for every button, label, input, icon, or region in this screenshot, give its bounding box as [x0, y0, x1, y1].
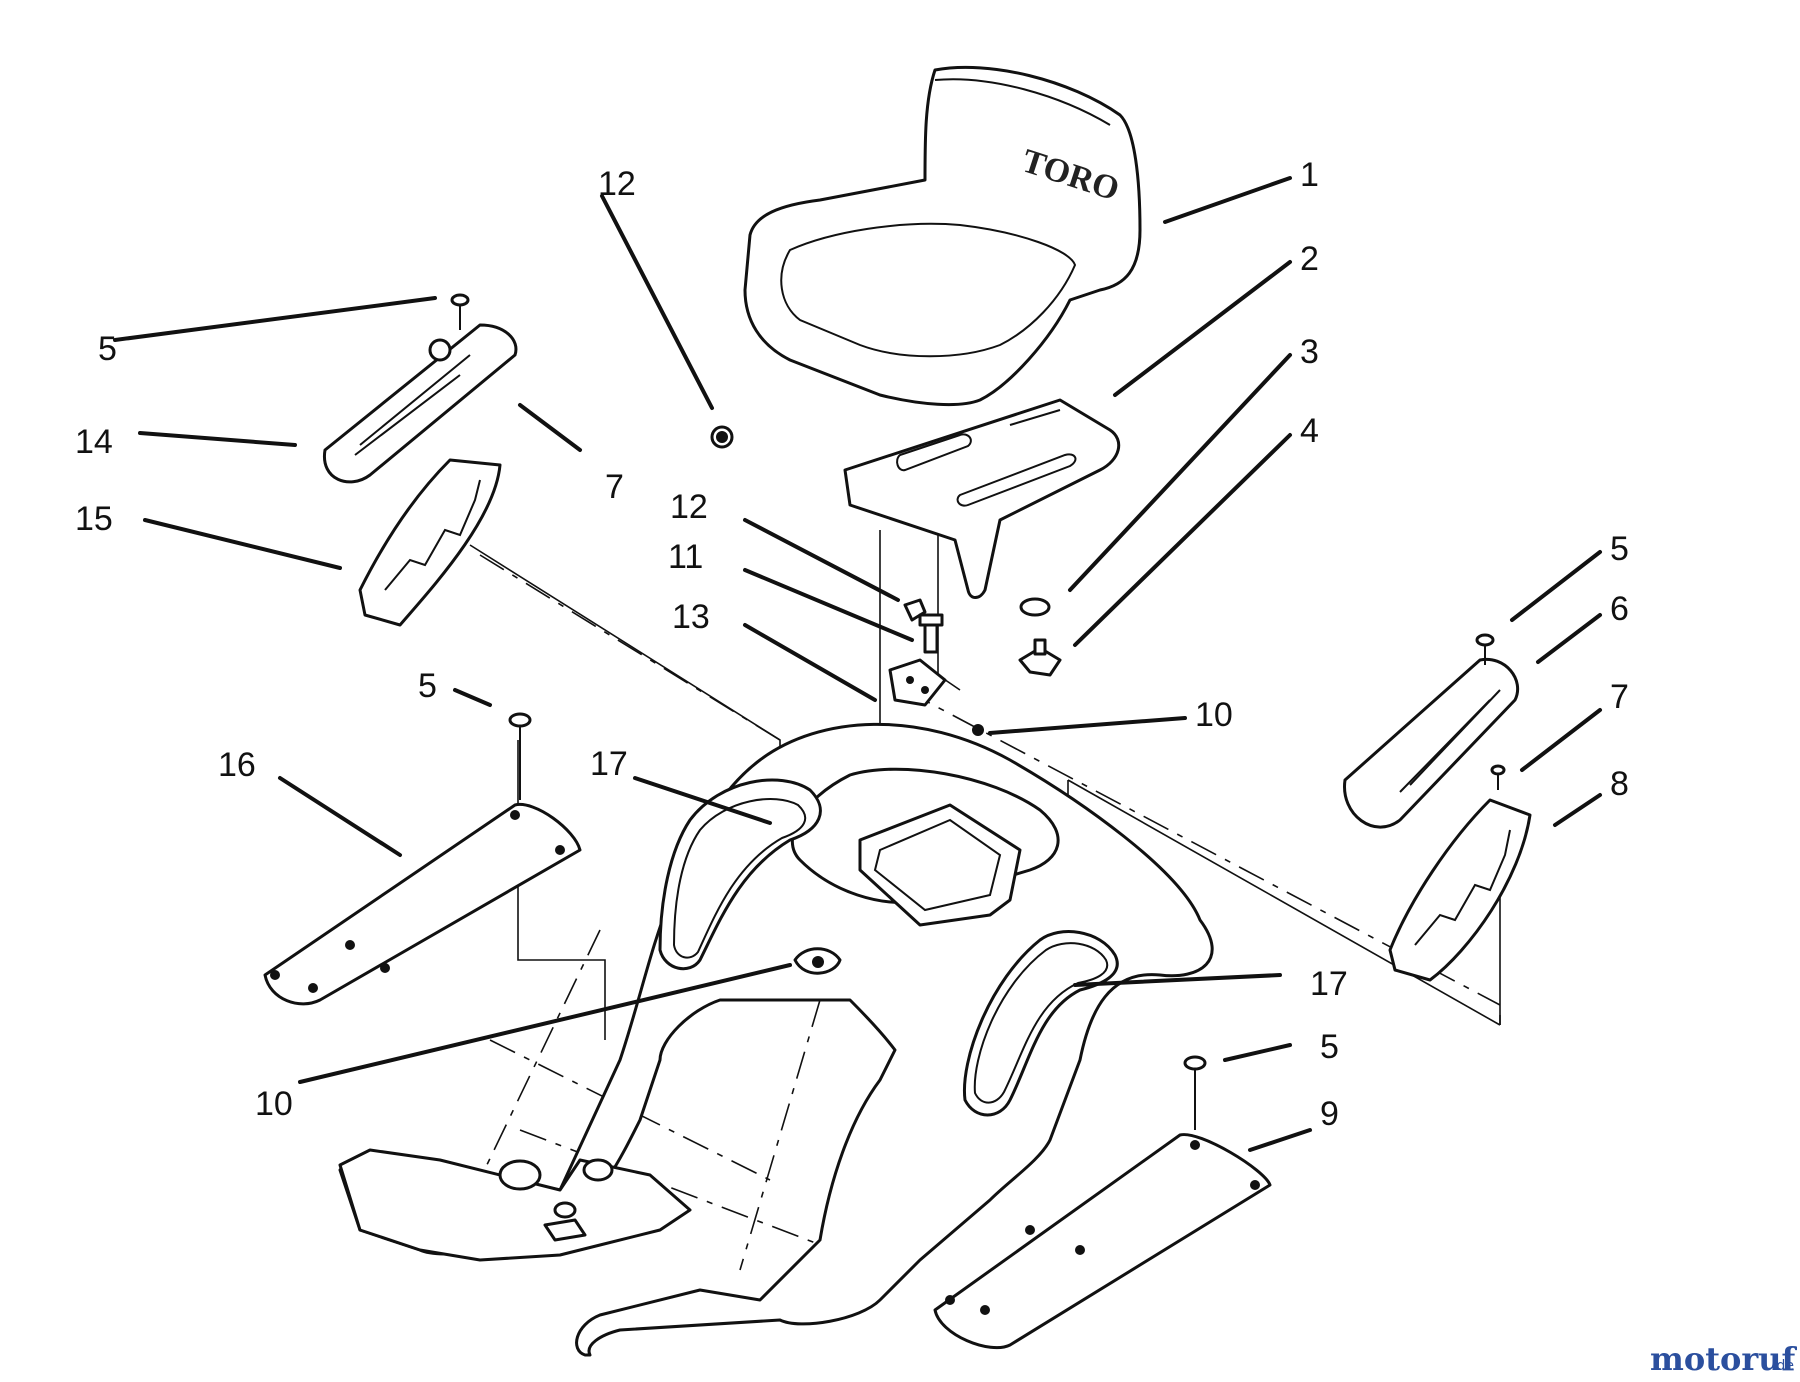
callout-13: 13: [672, 598, 710, 636]
callout-8: 8: [1610, 765, 1629, 803]
callout-12-lower: 12: [670, 488, 708, 526]
callout-4: 4: [1300, 412, 1319, 450]
callout-17-right: 17: [1310, 965, 1348, 1003]
callout-1: 1: [1300, 156, 1319, 194]
callout-5-top-left: 5: [98, 330, 117, 368]
callout-14: 14: [75, 423, 113, 461]
right-parts: [933, 633, 1532, 1350]
callout-11: 11: [668, 538, 703, 576]
callout-10-upper: 10: [1195, 696, 1233, 734]
callout-12-upper: 12: [598, 165, 636, 203]
fender-body-pan: [338, 722, 1214, 1357]
watermark: motoruf .de: [1650, 1340, 1797, 1378]
callout-10-lower: 10: [255, 1085, 293, 1123]
callout-15: 15: [75, 500, 113, 538]
callout-2: 2: [1300, 240, 1319, 278]
callout-3: 3: [1300, 333, 1319, 371]
watermark-tld: .de: [1772, 1358, 1794, 1374]
callout-17-left: 17: [590, 745, 628, 783]
callout-labels: 1 2 3 4 5 5 5 5 6 7 7 8 9 10 10 11 12 12…: [75, 156, 1629, 1133]
callout-7-left: 7: [605, 468, 624, 506]
callout-7-right: 7: [1610, 678, 1629, 716]
seat: TORO: [743, 65, 1142, 407]
callout-5-top-right: 5: [1610, 530, 1629, 568]
leader-lines: [113, 176, 1602, 1152]
callout-9: 9: [1320, 1095, 1339, 1133]
callout-16: 16: [218, 746, 256, 784]
left-parts: [263, 293, 582, 1006]
callout-5-mid-left: 5: [418, 667, 437, 705]
watermark-site: motoruf: [1650, 1340, 1797, 1378]
callout-5-bottom-right: 5: [1320, 1028, 1339, 1066]
seat-bracket: [843, 398, 1121, 599]
hardware: [710, 425, 1062, 736]
callout-6: 6: [1610, 590, 1629, 628]
